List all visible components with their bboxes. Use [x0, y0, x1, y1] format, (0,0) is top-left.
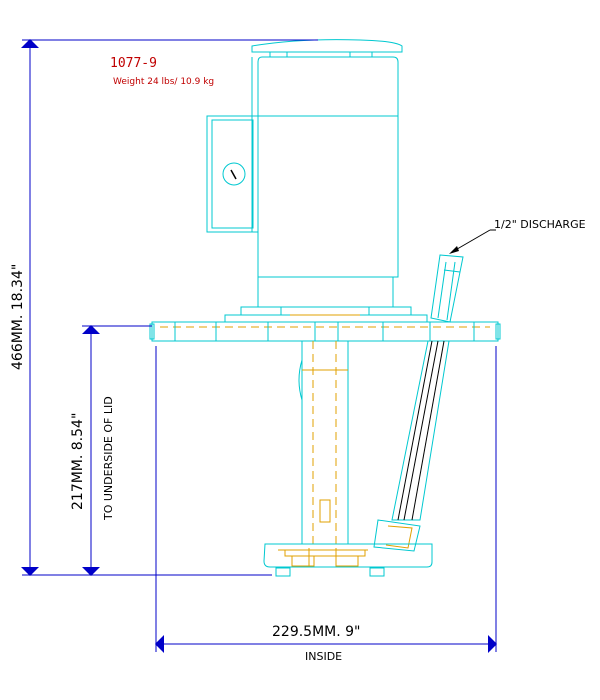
- inside-width-label: 229.5MM. 9": [272, 624, 360, 640]
- discharge-label: 1/2" DISCHARGE: [494, 218, 586, 231]
- discharge-callout: 1/2" DISCHARGE: [449, 218, 586, 254]
- inside-label: INSIDE: [305, 650, 342, 663]
- motor: [206, 39, 428, 323]
- discharge-pipe: [373, 254, 464, 552]
- pump-column: [298, 340, 349, 545]
- lid-height-label: 217MM. 8.54": [70, 413, 86, 510]
- lid-height-dimension: 217MM. 8.54" TO UNDERSIDE OF LID: [70, 325, 152, 576]
- pump-base: [263, 543, 433, 577]
- overall-height-label: 466MM. 18.34": [10, 264, 26, 370]
- model-number: 1077-9: [110, 56, 157, 71]
- overall-height-dimension: 466MM. 18.34": [10, 39, 318, 576]
- inside-width-dimension: 229.5MM. 9" INSIDE: [155, 346, 497, 663]
- weight-label: Weight 24 lbs/ 10.9 kg: [113, 77, 214, 87]
- dial-icon: [222, 162, 246, 186]
- mounting-plate: [149, 321, 501, 342]
- lid-note-label: TO UNDERSIDE OF LID: [102, 396, 115, 521]
